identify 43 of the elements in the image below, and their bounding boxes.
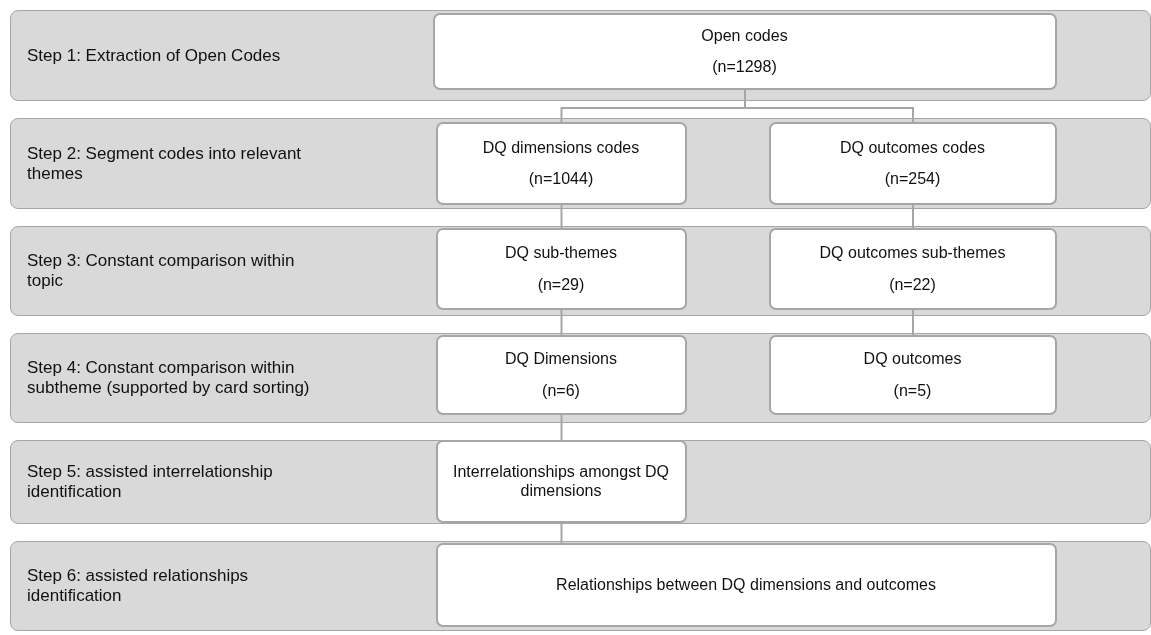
- step-label: Step 3: Constant comparison within topic: [27, 250, 296, 292]
- connector-line: [560, 414, 563, 441]
- box-text: (n=254): [883, 169, 942, 189]
- process-box: [435, 227, 687, 310]
- box-text: DQ outcomes: [862, 349, 963, 369]
- step-label: Step 5: assisted interrelationship identification: [27, 461, 274, 503]
- box-text: (n=29): [536, 274, 586, 294]
- process-box: [435, 439, 687, 523]
- box-text: DQ outcomes sub-themes: [818, 243, 1007, 263]
- step-band: [10, 541, 1151, 631]
- box-text: (n=6): [541, 380, 581, 400]
- connector-line: [560, 204, 563, 229]
- box-text: Relationships between DQ dimensions and outcomes: [555, 574, 937, 595]
- connector-line: [560, 522, 563, 544]
- step-label: Step 2: Segment codes into relevant themes: [27, 143, 303, 184]
- box-text: DQ dimensions codes: [481, 137, 641, 157]
- box-text: DQ sub-themes: [503, 243, 618, 263]
- connector-line: [912, 309, 914, 336]
- step-label: Step 6: assisted relationships identification: [27, 565, 250, 607]
- box-text: Open codes: [700, 25, 789, 45]
- box-text: DQ Dimensions: [504, 349, 618, 369]
- box-text: (n=5): [892, 380, 933, 400]
- step-band: [10, 226, 1151, 316]
- connector-line: [560, 309, 563, 336]
- process-box: [435, 542, 1057, 627]
- connector-line: [912, 204, 914, 229]
- step-band: [10, 10, 1151, 101]
- process-box: [768, 227, 1057, 310]
- process-box: [432, 12, 1057, 90]
- box-text: Interrelationships amongst DQ dimensions: [451, 461, 671, 501]
- box-text: DQ outcomes codes: [839, 137, 986, 157]
- process-box: [435, 334, 687, 415]
- step-band: [10, 440, 1151, 524]
- step-label: Step 1: Extraction of Open Codes: [27, 45, 282, 66]
- step-band: [10, 333, 1151, 423]
- box-text: (n=1298): [711, 57, 778, 77]
- step-band: [10, 118, 1151, 209]
- step-label: Step 4: Constant comparison within subtheme (supported by card sorting): [27, 357, 311, 399]
- process-box: [435, 121, 687, 205]
- box-text: (n=1044): [527, 169, 595, 189]
- box-text: (n=22): [888, 274, 937, 294]
- process-box: [768, 121, 1057, 205]
- process-box: [768, 334, 1057, 415]
